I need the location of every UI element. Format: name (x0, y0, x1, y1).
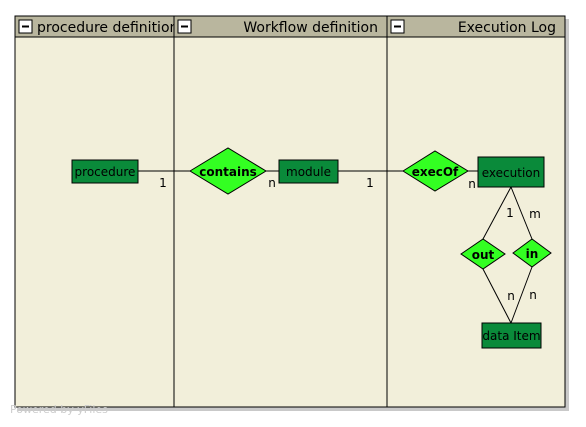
lane-body (14, 15, 175, 408)
relationship-label: in (526, 247, 539, 261)
cardinality-label: n (507, 289, 515, 303)
relationship-contains[interactable]: contains (189, 147, 267, 195)
lane-title: Execution Log (458, 20, 556, 36)
minus-icon[interactable] (18, 19, 33, 34)
entity-execution[interactable]: execution (477, 156, 545, 188)
edge-execution-out (482, 186, 512, 240)
relationship-label: out (472, 248, 495, 262)
lane-title: Workflow definition (243, 20, 378, 36)
edges (138, 170, 533, 324)
edge-out-data-item (482, 268, 512, 324)
relationship-label: execOf (412, 165, 459, 179)
entity-data-item[interactable]: data Item (481, 322, 542, 349)
edge-execution-in (510, 186, 533, 240)
entity-module[interactable]: module (278, 159, 339, 184)
entity-label: execution (482, 166, 540, 180)
lane-workflow-definition: Workflow definition (173, 15, 388, 408)
relationship-out[interactable]: out (460, 238, 506, 270)
entity-label: module (286, 165, 331, 179)
entity-procedure[interactable]: procedure (71, 159, 139, 184)
cardinality-label: 1 (159, 176, 167, 190)
relationship-in[interactable]: in (512, 238, 552, 268)
cardinality-label: 1 (366, 176, 374, 190)
cardinality-label: n (468, 177, 476, 191)
cardinality-label: m (529, 207, 541, 221)
entity-label: data Item (482, 329, 540, 343)
minus-icon[interactable] (390, 19, 405, 34)
relationship-execof[interactable]: execOf (402, 150, 469, 192)
relationship-label: contains (199, 165, 257, 179)
lane-body (173, 15, 388, 408)
edge-in-data-item (510, 266, 533, 324)
lane-title: procedure definition (37, 20, 178, 36)
lane-procedure-definition: procedure definition (14, 15, 178, 408)
cardinality-label: n (268, 176, 276, 190)
cardinality-label: 1 (506, 206, 514, 220)
entity-label: procedure (75, 165, 136, 179)
cardinality-label: n (529, 288, 537, 302)
minus-icon[interactable] (177, 19, 192, 34)
watermark-text: Powered by yFiles (10, 403, 108, 416)
lane-header (386, 15, 566, 38)
